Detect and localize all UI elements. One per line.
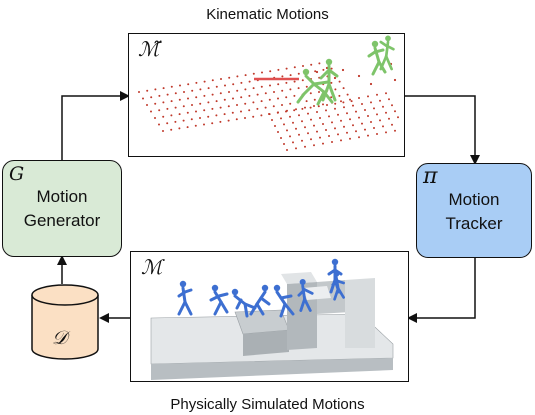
simulated-figure-4 — [249, 284, 271, 316]
kinematic-motions-symbol: ℳ̃ — [138, 37, 160, 61]
arrow-tracker-to-simulated — [407, 258, 476, 323]
simulated-figure-3 — [231, 288, 257, 318]
arrow-generator-to-kinematic — [61, 91, 130, 160]
simulated-figure-6 — [297, 278, 314, 312]
kinematic-figure-ghost — [379, 35, 395, 71]
tracker-label-line2: Tracker — [445, 214, 503, 233]
generator-label-line1: Motion — [36, 187, 88, 206]
simulated-figure-8 — [331, 271, 345, 301]
kinematic-motions-panel: ℳ̃ — [128, 33, 405, 157]
kinematic-figure-standing — [319, 58, 339, 102]
simulated-motions-symbol: ℳ — [141, 255, 163, 279]
simulated-figure-5 — [273, 284, 295, 318]
kinematic-figure-crouch — [296, 68, 334, 106]
dataset-cylinder: 𝒟 — [30, 283, 100, 363]
arrow-kinematic-to-tracker — [405, 95, 480, 165]
dataset-symbol: 𝒟 — [52, 327, 68, 349]
generator-label-line2: Generator — [23, 211, 101, 230]
motion-tracker-box: π Motion Tracker — [416, 163, 532, 258]
target-point-grid — [138, 61, 399, 151]
terrain-blocks — [150, 272, 394, 380]
database-icon — [31, 284, 99, 360]
tracker-label-line1: Motion — [448, 190, 500, 209]
motion-generator-box: G Motion Generator — [2, 160, 122, 257]
kinematic-motion-illustration — [138, 35, 399, 151]
simulated-motions-panel: ℳ — [130, 251, 409, 382]
simulated-motions-caption: Physically Simulated Motions — [170, 396, 365, 413]
kinematic-motions-caption: Kinematic Motions — [206, 6, 329, 23]
generator-symbol: G — [9, 163, 25, 185]
simulated-motion-illustration — [150, 258, 394, 380]
simulated-figure-1 — [177, 280, 193, 316]
kinematic-figure-jump — [367, 40, 387, 76]
tracker-symbol: π — [423, 164, 438, 189]
simulated-figure-2 — [209, 284, 229, 316]
